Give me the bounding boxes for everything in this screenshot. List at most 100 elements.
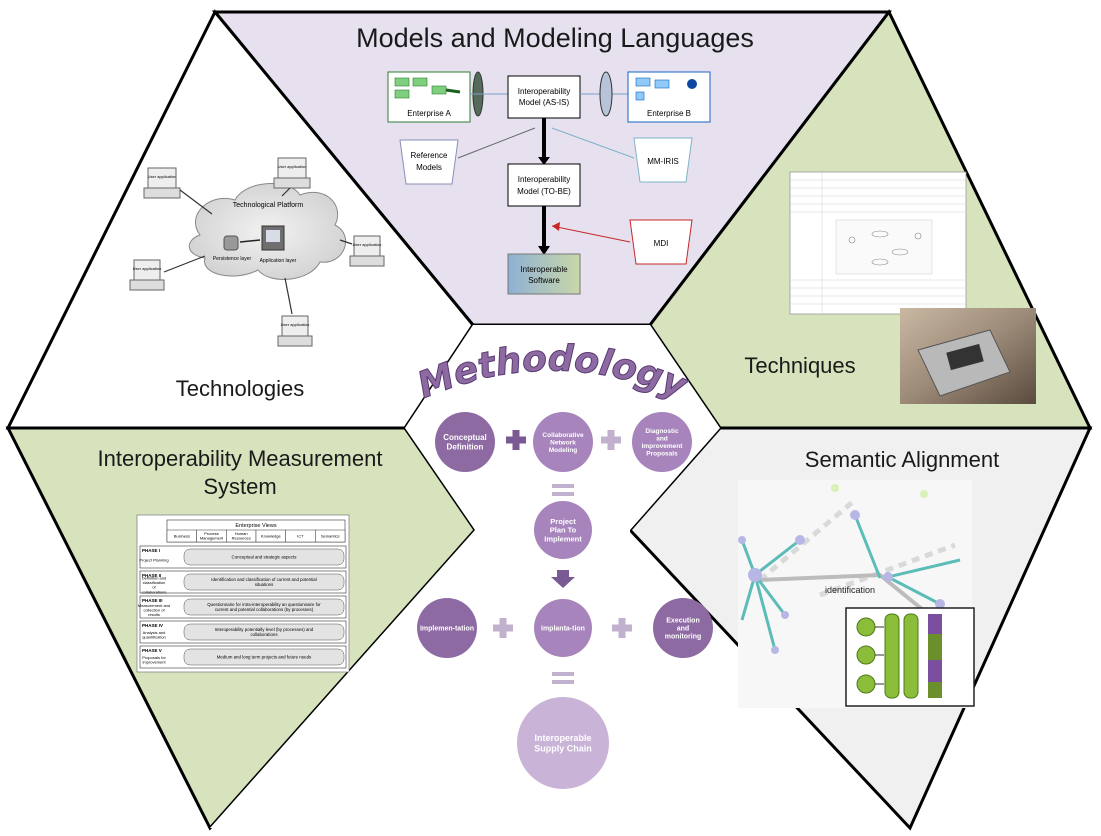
equals-icon [552, 492, 574, 496]
persistence-label: Persistence layer [213, 256, 252, 262]
implementation-node-label: Implemen-tation [420, 625, 474, 632]
equals-icon [552, 672, 574, 676]
view-label: Business [174, 533, 190, 538]
models-title: Models and Modeling Languages [356, 23, 754, 53]
phase-content: Questionnaire for intra-interoperability… [207, 602, 321, 612]
execution-node [653, 598, 713, 658]
phase-content-bar [183, 573, 345, 591]
phase-content: Identification and classification of cur… [211, 577, 316, 587]
svg-text:User application: User application [133, 266, 162, 271]
enterprise-b-box: Enterprise B [627, 71, 711, 123]
technologies-title: Technologies [176, 376, 304, 401]
sector-methodology [210, 325, 720, 828]
svg-text:User application: User application [278, 164, 307, 169]
asis-line2: Model (AS-IS) [519, 98, 570, 107]
equals-icon [552, 484, 574, 488]
asis-line1: Interoperability [518, 87, 570, 96]
database-icon [223, 235, 239, 251]
phase-label: PHASE I [142, 548, 160, 553]
phase-sub: Project Planning [139, 557, 168, 562]
svg-text:User application: User application [353, 242, 382, 247]
tobe-model-box: Interoperability Model (TO-BE) [507, 163, 581, 207]
supply-chain-node [517, 697, 609, 789]
adapter-right-icon [599, 71, 613, 117]
enterprise-a-label: Enterprise A [407, 109, 451, 118]
technological-platform-diagram: Technological Platform Persistence layer… [129, 157, 385, 347]
tobe-line1: Interoperability [518, 175, 570, 184]
computer-icon: User application [273, 157, 311, 189]
equals-icon [552, 680, 574, 684]
views-header: Enterprise Views [235, 523, 276, 529]
phase-content-bar [183, 623, 345, 641]
diagnostic-node [632, 412, 692, 472]
asis-model-box: Interoperability Model (AS-IS) [507, 75, 581, 119]
computer-icon: User application [277, 315, 313, 347]
techniques-title: Techniques [744, 353, 855, 378]
phase-content: Conceptual and strategic aspects [232, 555, 298, 560]
semantic-title: Semantic Alignment [805, 447, 999, 472]
mdi-label: MDI [654, 239, 669, 248]
phase-content: Interoperability potentially level (by p… [215, 627, 314, 637]
software-line2: Software [528, 276, 560, 285]
phase-label: PHASE III [142, 598, 163, 603]
svg-text:User application: User application [148, 174, 177, 179]
technique-document-image [789, 171, 967, 315]
platform-label: Technological Platform [233, 202, 304, 209]
reference-line1: Reference [411, 151, 448, 160]
phase-label: PHASE IV [142, 623, 163, 628]
mm-iris-shape: MM-IRIS [633, 137, 693, 183]
project-plan-node [534, 501, 592, 559]
phase-label: PHASE II [142, 573, 161, 578]
phase-content-bar [183, 598, 345, 616]
mm-iris-label: MM-IRIS [647, 157, 679, 166]
plus-icon [618, 618, 626, 638]
computer-icon: User application [349, 235, 385, 267]
measurement-title-line1: Interoperability Measurement [98, 446, 383, 471]
implantation-node-label: Implanta-tion [541, 625, 585, 632]
plus-icon [607, 430, 615, 450]
view-label: ICT [297, 533, 304, 538]
interoperable-software-box: Interoperable Software [507, 253, 581, 295]
computer-icon: User application [143, 167, 181, 199]
phase-content-bar [183, 548, 345, 566]
computer-icon: User application [129, 259, 165, 291]
application-label: Application layer [260, 258, 297, 264]
implantation-node [534, 599, 592, 657]
software-line1: Interoperable [520, 265, 568, 274]
tobe-line2: Model (TO-BE) [517, 187, 571, 196]
enterprise-a-box: Enterprise A [387, 71, 471, 123]
enterprise-b-label: Enterprise B [647, 109, 691, 118]
reference-line2: Models [416, 163, 442, 172]
mdi-shape: MDI [629, 219, 693, 265]
conceptual-definition-node [435, 412, 495, 472]
plus-icon [512, 430, 520, 450]
view-label: Knowledge [261, 533, 282, 538]
view-cell [315, 529, 346, 543]
implementation-node [417, 598, 477, 658]
phase-content: Medium and long term projects and future… [217, 655, 312, 660]
semantic-center-label: identification [825, 585, 875, 595]
svg-text:User application: User application [281, 322, 310, 327]
view-label: Semantics [321, 533, 340, 538]
collaborative-modeling-node [533, 412, 593, 472]
voice-recorder-photo [900, 308, 1036, 404]
measurement-title-line2: System [203, 474, 276, 499]
reference-models-shape: Reference Models [399, 139, 459, 185]
semantic-graph-image: identification [738, 480, 975, 708]
phase-label: PHASE V [142, 648, 162, 653]
down-arrow-icon [551, 570, 575, 588]
